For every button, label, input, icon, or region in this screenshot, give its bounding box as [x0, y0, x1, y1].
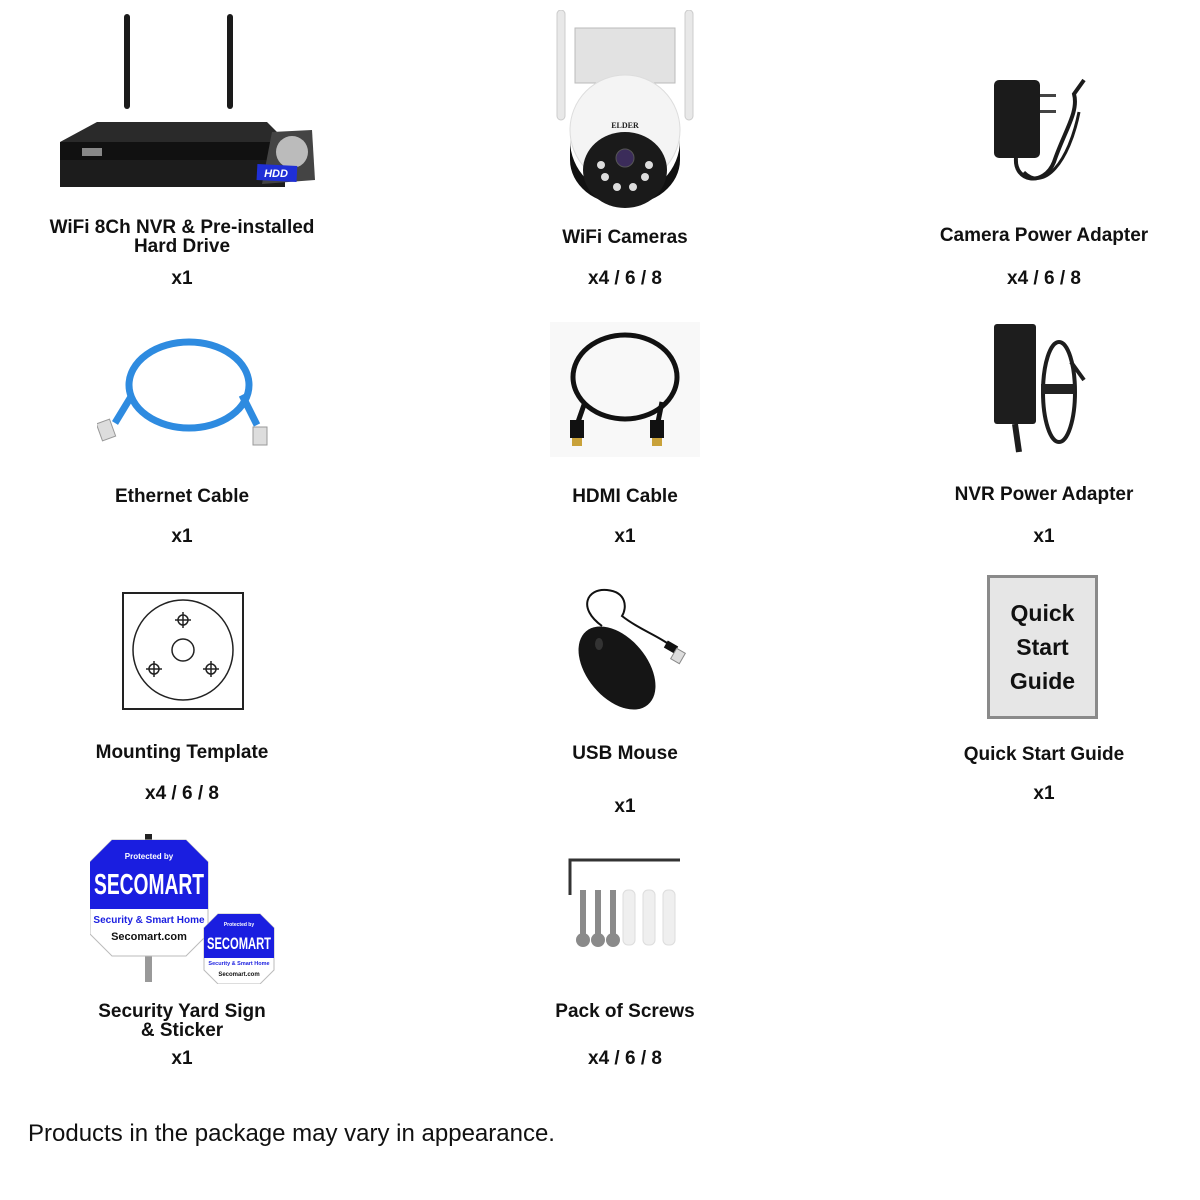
item-nvr: HDD WiFi 8Ch NVR & Pre-installed Hard Dr…	[2, 0, 362, 300]
item-label: USB Mouse	[572, 743, 678, 764]
svg-text:SECOMART: SECOMART	[94, 869, 204, 901]
screws-pack-icon	[565, 855, 685, 950]
item-quantity: x4 / 6 / 8	[588, 268, 662, 289]
item-template: Mounting Template x4 / 6 / 8	[2, 570, 362, 820]
svg-text:HDD: HDD	[264, 168, 288, 180]
item-quantity: x1	[614, 526, 636, 547]
item-label: Pack of Screws	[555, 1001, 695, 1022]
item-guide: Quick Start Guide Quick Start Guide x1	[864, 565, 1200, 815]
item-ethernet: Ethernet Cable x1	[2, 320, 362, 560]
ethernet-cable-icon	[97, 335, 277, 450]
item-quantity: x1	[1033, 783, 1055, 804]
svg-text:Security & Smart Home: Security & Smart Home	[208, 961, 269, 967]
svg-text:Secomart.com: Secomart.com	[218, 972, 259, 978]
yard-sign-icon: Protected by SECOMART Security & Smart H…	[90, 834, 280, 984]
item-label: NVR Power Adapter	[954, 484, 1134, 505]
quick-start-guide-icon: Quick Start Guide	[987, 575, 1098, 719]
item-label: Quick Start Guide	[963, 744, 1125, 765]
wall-power-adapter-icon	[984, 72, 1094, 192]
item-quantity: x4 / 6 / 8	[588, 1048, 662, 1069]
svg-text:Protected by: Protected by	[224, 922, 255, 928]
svg-text:Protected by: Protected by	[125, 852, 174, 861]
item-quantity: x1	[171, 1048, 193, 1069]
mounting-template-icon	[122, 592, 244, 710]
svg-text:Secomart.com: Secomart.com	[111, 931, 187, 943]
item-label: Camera Power Adapter	[939, 225, 1149, 246]
item-cameras: ELDER WiFi Cameras x4 / 6 / 8	[445, 0, 805, 300]
nvr-with-hdd-icon: HDD	[57, 12, 317, 192]
item-label: Ethernet Cable	[114, 486, 250, 507]
item-quantity: x4 / 6 / 8	[1007, 268, 1081, 289]
item-quantity: x4 / 6 / 8	[145, 783, 219, 804]
item-camera-adapter: Camera Power Adapter x4 / 6 / 8	[864, 0, 1200, 300]
item-screws: Pack of Screws x4 / 6 / 8	[445, 850, 805, 1080]
item-quantity: x1	[171, 268, 193, 289]
item-quantity: x1	[614, 796, 636, 817]
brick-power-adapter-icon	[989, 322, 1099, 462]
usb-mouse-icon	[567, 588, 687, 713]
svg-text:SECOMART: SECOMART	[207, 934, 271, 953]
item-label: HDMI Cable	[572, 486, 678, 507]
item-label: WiFi 8Ch NVR & Pre-installed Hard Drive	[49, 217, 315, 257]
footer-note: Products in the package may vary in appe…	[28, 1120, 555, 1147]
item-quantity: x1	[171, 526, 193, 547]
item-nvr-adapter: NVR Power Adapter x1	[864, 320, 1200, 560]
item-hdmi: HDMI Cable x1	[445, 320, 805, 560]
svg-text:ELDER: ELDER	[611, 121, 639, 130]
item-quantity: x1	[1033, 526, 1055, 547]
item-label: Mounting Template	[95, 742, 269, 763]
ptz-camera-icon: ELDER	[555, 10, 695, 210]
item-label: WiFi Cameras	[562, 227, 688, 248]
item-sign: Protected by SECOMART Security & Smart H…	[2, 830, 362, 1080]
item-label: Security Yard Sign & Sticker	[98, 1001, 266, 1041]
hdmi-cable-icon	[550, 322, 700, 457]
svg-text:Security & Smart Home: Security & Smart Home	[93, 915, 205, 926]
item-mouse: USB Mouse x1	[445, 580, 805, 830]
